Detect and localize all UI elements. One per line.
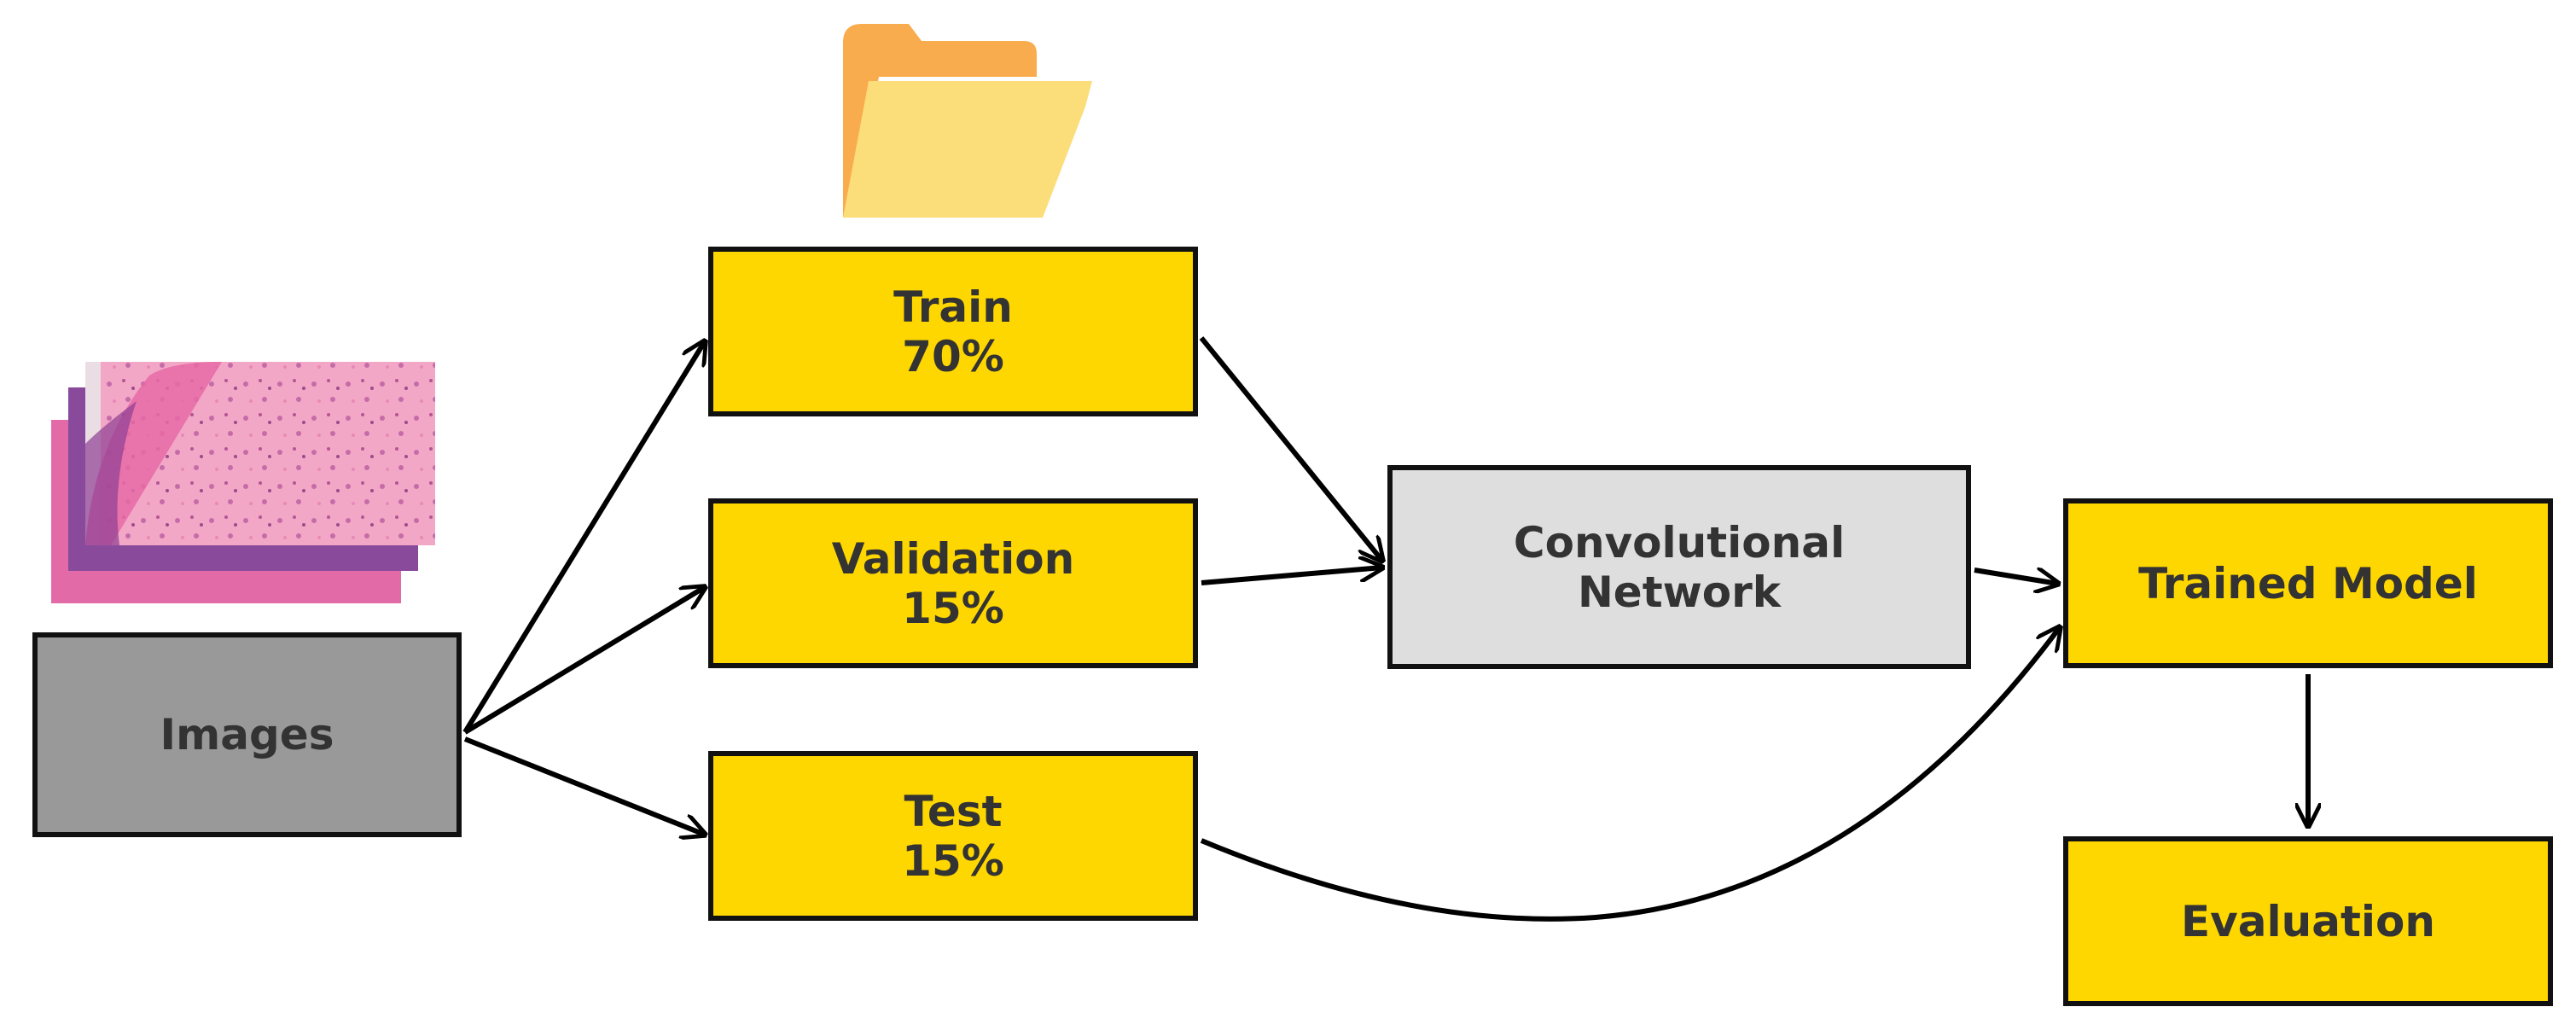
arrow-network-to-trained <box>1974 570 2058 584</box>
arrow-images-to-train <box>462 341 705 734</box>
node-images-label: Images <box>160 710 334 760</box>
node-validation: Validation 15% <box>708 498 1198 668</box>
node-trained-model-label: Trained Model <box>2138 558 2478 608</box>
node-train-percent: 70% <box>902 331 1004 381</box>
node-images: Images <box>32 632 462 837</box>
node-test-label: Test <box>904 786 1003 836</box>
node-validation-percent: 15% <box>902 583 1004 633</box>
arrow-images-to-test <box>463 736 705 835</box>
node-train: Train 70% <box>708 247 1198 416</box>
arrow-images-to-validation <box>463 587 705 735</box>
arrow-train-to-network <box>1199 336 1382 561</box>
node-evaluation-label: Evaluation <box>2181 896 2435 946</box>
node-conv-line1: Convolutional <box>1513 517 1846 567</box>
node-trained-model: Trained Model <box>2063 498 2553 668</box>
node-evaluation: Evaluation <box>2063 836 2553 1006</box>
histology-image-stack-icon <box>51 362 435 603</box>
node-train-label: Train <box>893 282 1013 332</box>
arrow-test-to-trained <box>1200 627 2060 922</box>
arrow-validation-to-network <box>1201 567 1382 585</box>
node-validation-label: Validation <box>831 533 1075 584</box>
folder-icon <box>843 24 1092 218</box>
connectors <box>462 336 2308 922</box>
node-conv-line2: Network <box>1577 567 1782 617</box>
node-test-percent: 15% <box>902 835 1004 886</box>
node-test: Test 15% <box>708 751 1198 921</box>
node-convolutional-network: Convolutional Network <box>1387 465 1971 669</box>
